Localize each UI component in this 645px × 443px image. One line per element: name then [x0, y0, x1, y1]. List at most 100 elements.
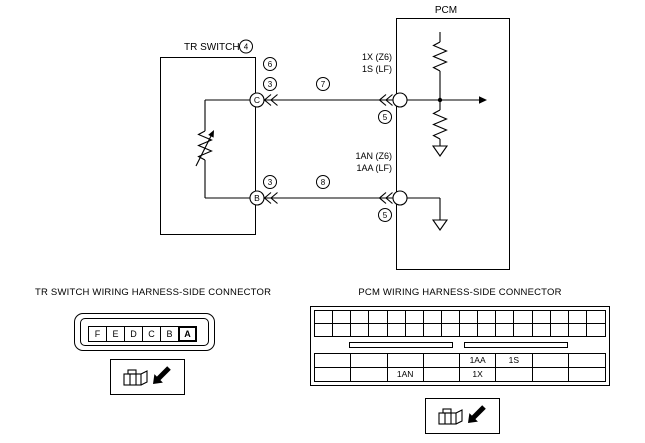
- pcm-connector-cell: [532, 354, 569, 368]
- tr-switch-label: TR SWITCH: [184, 42, 240, 53]
- pcm-connector-cell: [369, 323, 388, 336]
- pcm-connector-cell-1an: 1AN: [388, 367, 424, 381]
- pcm-pin-label-1x: 1X (Z6): [362, 52, 392, 62]
- callout-5-top-label: 5: [383, 113, 388, 122]
- wire-bottom: [263, 192, 393, 204]
- pcm-connector-cell: [315, 354, 352, 368]
- pcm-connector-cell: [387, 354, 424, 368]
- pcm-connector-cell: [405, 311, 424, 324]
- pcm-connector-cell: [423, 311, 442, 324]
- variable-resistor-icon: [197, 130, 213, 161]
- pcm-connector-cell: [406, 323, 424, 336]
- pcm-connector-cell: [333, 323, 352, 336]
- callout-8-label: 8: [321, 178, 326, 187]
- pcm-box: [396, 18, 510, 270]
- pcm-harness-connector-illustration: [425, 398, 500, 434]
- pcm-connector-cell: [532, 311, 551, 324]
- pcm-connector-slot: [464, 342, 568, 348]
- pcm-connector-cell: [514, 323, 533, 336]
- callout-5-bottom-label: 5: [383, 211, 388, 220]
- pcm-connector-cell: [388, 323, 406, 336]
- pcm-pin-label-1s: 1S (LF): [362, 64, 392, 74]
- pcm-connector-cell: [315, 323, 334, 336]
- pcm-pin-label-1aa: 1AA (LF): [356, 163, 392, 173]
- callout-5-top-circle: [378, 110, 392, 124]
- arrow-icon: [153, 366, 171, 384]
- pcm-connector-cell: [569, 323, 587, 336]
- resistor-icon: [432, 109, 448, 140]
- callout-4-circle: [239, 39, 253, 54]
- variable-resistor-arrowhead: [208, 130, 214, 138]
- pcm-connector-cell: [351, 354, 388, 368]
- inline-connector-icon: [270, 94, 278, 106]
- pcm-connector-cell: [587, 324, 605, 337]
- wiring-schematic: TR SWITCH 4 PCM: [160, 5, 510, 270]
- inline-connector-icon: [378, 192, 387, 204]
- pcm-connector-cell: [351, 311, 370, 324]
- pcm-connector-cell: [514, 311, 533, 324]
- pcm-connector-cell: [460, 323, 479, 336]
- pcm-connector-cell-1aa: 1AA: [460, 354, 497, 368]
- inline-connector-icon: [270, 192, 278, 204]
- connector-plug-icon: [123, 366, 171, 386]
- tr-connector-cell-d: D: [124, 326, 143, 342]
- pcm-connector-cell: [441, 311, 460, 324]
- pcm-connector-cell: [315, 311, 334, 324]
- ground-icon: [431, 145, 449, 157]
- callout-6-circle: [263, 57, 277, 71]
- ground-icon: [431, 219, 449, 231]
- pcm-connector-cell: [387, 311, 406, 324]
- terminal-c-label: C: [254, 95, 260, 105]
- pcm-connector-cell: [586, 311, 605, 324]
- pcm-connector-cell: [568, 354, 605, 368]
- pcm-connector-cell: [351, 323, 370, 336]
- wire-top: [263, 94, 393, 106]
- pcm-connector-cell: [423, 354, 460, 368]
- tr-connector-cell-a: A: [178, 326, 197, 342]
- inline-connector-icon: [378, 94, 387, 106]
- pcm-connector-cell: [369, 311, 388, 324]
- signal-arrow-icon: [479, 96, 487, 104]
- plug-outline: [123, 369, 148, 386]
- variable-resistor-arrow: [195, 135, 212, 167]
- resistor-icon: [432, 41, 448, 72]
- pcm-connector-cell: [424, 367, 460, 381]
- pcm-connector-cell: [424, 323, 442, 336]
- pcm-label: PCM: [435, 5, 457, 16]
- callout-8-circle: [316, 175, 330, 189]
- pcm-connector-cell: [533, 367, 569, 381]
- pcm-connector-slot: [349, 342, 453, 348]
- callout-3-top-label: 3: [268, 80, 273, 89]
- callout-3-top-circle: [263, 77, 277, 91]
- callout-3-bottom-label: 3: [268, 178, 273, 187]
- tr-connector-outline: [74, 313, 215, 351]
- pcm-connector-cell: [478, 323, 497, 336]
- plug-outline: [438, 408, 463, 425]
- callout-6-label: 6: [268, 60, 273, 69]
- connector-plug-icon: [438, 405, 486, 425]
- pcm-internal-bottom-circuit: [407, 197, 449, 231]
- pcm-connector-top-grid: [314, 310, 606, 337]
- callout-7-label: 7: [321, 80, 326, 89]
- tr-connector-title: TR SWITCH WIRING HARNESS-SIDE CONNECTOR: [35, 287, 272, 298]
- terminal-c-circle: [249, 92, 265, 108]
- callout-3-bottom-circle: [263, 175, 277, 189]
- pcm-connector-cell: [550, 311, 569, 324]
- pcm-connector-cell: [569, 368, 605, 382]
- pcm-connector-outline: [310, 306, 610, 386]
- pcm-connector-cell: [315, 367, 352, 381]
- pcm-pin-top-circle: [392, 92, 408, 108]
- pcm-connector-cell: [351, 367, 388, 381]
- pcm-pin-bottom-circle: [392, 190, 408, 206]
- pcm-connector-cell: [478, 311, 497, 324]
- arrow-icon: [468, 405, 486, 423]
- pcm-connector-cell-1x: 1X: [460, 367, 497, 381]
- pcm-connector-cell: [496, 311, 515, 324]
- pcm-connector-cell: [568, 311, 587, 324]
- pcm-connector-cell: [496, 323, 515, 336]
- pcm-pin-label-1an: 1AN (Z6): [355, 151, 392, 161]
- tr-switch-internal-circuit: [195, 99, 250, 199]
- pcm-connector-cell: [442, 323, 460, 336]
